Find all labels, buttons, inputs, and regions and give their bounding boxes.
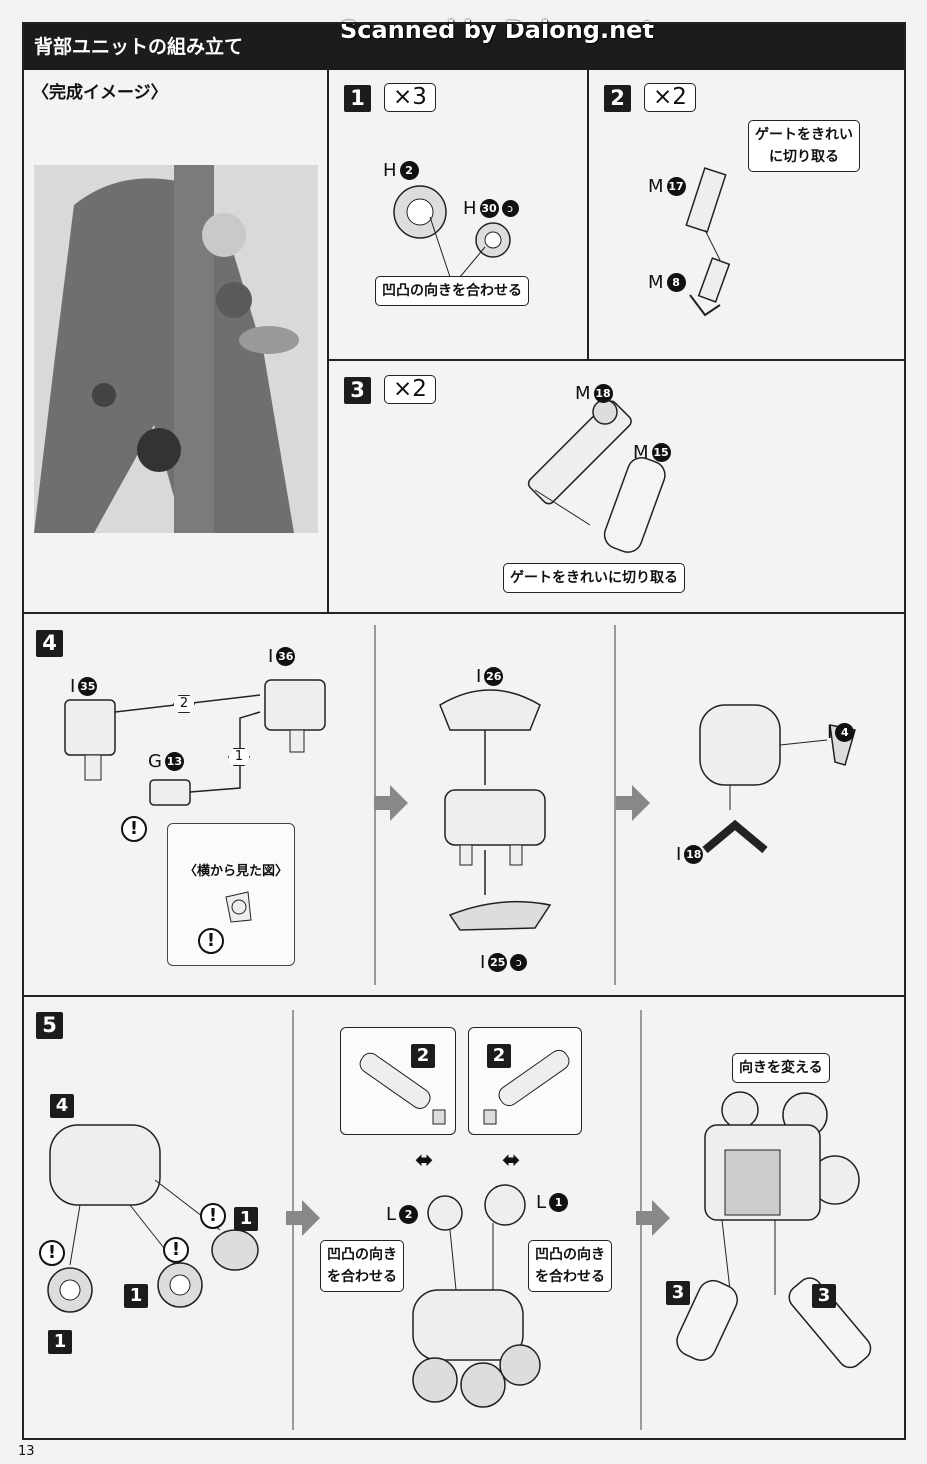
part-drawing: [439, 689, 552, 931]
step-3-number: 3: [344, 377, 371, 404]
part-drawing: [359, 1052, 446, 1125]
step-2-multiplier: ×2: [644, 83, 696, 112]
align-callout: 凹凸の向きを合わせる: [528, 1240, 612, 1292]
next-arrow-icon: [636, 1200, 670, 1236]
warning-icon: !: [121, 816, 147, 842]
align-callout: 凹凸の向きを合わせる: [320, 1240, 404, 1292]
swap-arrow-icon: ⬌: [415, 1148, 434, 1173]
rotate-callout: 向きを変える: [732, 1053, 830, 1083]
ref-step-2: 2: [487, 1044, 511, 1068]
divider: [22, 995, 906, 997]
ref-step-1: 1: [48, 1330, 72, 1354]
completed-image: [34, 165, 318, 534]
section-header: 背部ユニットの組み立て Scanned by Dalong.net: [22, 16, 906, 70]
cut-mark-icon: ↄ: [510, 954, 528, 971]
side-view-box: 〈横から見た図〉 !: [167, 823, 295, 966]
part-drawing: [225, 891, 252, 923]
cut-mark-icon: ↄ: [501, 200, 519, 217]
divider: [614, 625, 616, 985]
part-drawing: [64, 679, 326, 806]
watermark: Scanned by Dalong.net: [340, 16, 654, 44]
ref-box-step-2: 2: [468, 1027, 582, 1135]
swap-arrow-icon: ⬌: [502, 1148, 521, 1173]
part-drawing: [699, 704, 856, 854]
part-drawing: [412, 1184, 541, 1408]
divider: [22, 612, 906, 614]
step-1-number: 1: [344, 85, 371, 112]
gate-callout: ゲートをきれいに切り取る: [748, 120, 860, 172]
part-drawing: [685, 167, 731, 317]
section-title: 背部ユニットの組み立て: [34, 36, 244, 58]
part-drawing: [483, 1049, 570, 1125]
divider: [327, 359, 906, 361]
page-number: 13: [18, 1444, 35, 1459]
ref-box-step-2: 2: [340, 1027, 456, 1135]
ref-step-1: 1: [234, 1207, 258, 1231]
warning-icon: !: [163, 1237, 189, 1263]
ref-step-4: 4: [50, 1094, 74, 1118]
ref-step-3: 3: [812, 1284, 836, 1308]
step-3-multiplier: ×2: [384, 375, 436, 404]
ref-step-3: 3: [666, 1281, 690, 1305]
warning-icon: !: [39, 1240, 65, 1266]
gate-callout: ゲートをきれいに切り取る: [503, 563, 685, 593]
part-drawing: [527, 399, 666, 553]
step-4-number: 4: [36, 630, 63, 657]
divider: [587, 70, 589, 360]
divider: [327, 70, 329, 613]
part-drawing: [47, 1124, 259, 1313]
order-marker-2: 2: [173, 695, 195, 713]
next-arrow-icon: [616, 785, 650, 821]
align-callout: 凹凸の向きを合わせる: [375, 276, 529, 306]
next-arrow-icon: [374, 785, 408, 821]
completed-image-title: 〈完成イメージ〉: [32, 83, 168, 103]
next-arrow-icon: [286, 1200, 320, 1236]
warning-icon: !: [200, 1203, 226, 1229]
side-view-title: 〈横から見た図〉: [184, 864, 289, 879]
step-2-number: 2: [604, 85, 631, 112]
part-drawing: [676, 1091, 872, 1369]
warning-icon: !: [198, 928, 224, 954]
order-marker-1: 1: [228, 748, 250, 766]
step-5-number: 5: [36, 1012, 63, 1039]
ref-step-2: 2: [411, 1044, 435, 1068]
page-frame: [22, 22, 906, 1440]
part-drawing: [393, 185, 511, 278]
ref-step-1: 1: [124, 1284, 148, 1308]
step-1-multiplier: ×3: [384, 83, 436, 112]
